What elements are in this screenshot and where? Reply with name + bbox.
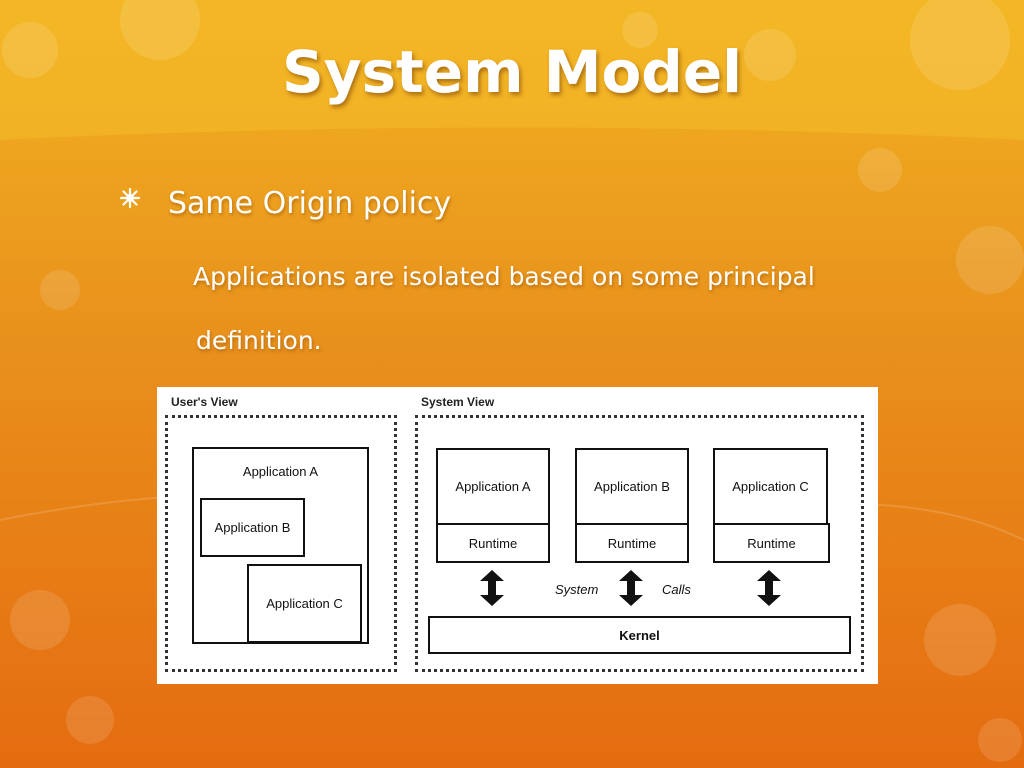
runtime-a-label: Runtime: [468, 535, 518, 551]
users-view-app-c-label: Application C: [266, 596, 343, 611]
system-model-diagram: User's View Application A Application B …: [157, 387, 878, 684]
body-text-line-2: definition.: [196, 326, 322, 355]
system-view-label: System View: [421, 395, 495, 409]
system-calls-text-system: System: [555, 582, 599, 597]
system-view-app-a: Application A: [436, 448, 550, 525]
bullet-heading: Same Origin policy: [168, 186, 452, 221]
users-view-label: User's View: [171, 395, 238, 409]
users-view-app-c: Application C: [247, 564, 362, 643]
system-view-app-a-label: Application A: [455, 479, 531, 494]
slide-title: System Model: [281, 38, 743, 106]
system-view-panel: [415, 415, 864, 672]
users-view-app-a-label: Application A: [242, 464, 319, 479]
users-view-panel: [165, 415, 397, 672]
system-view-app-b: Application B: [575, 448, 689, 525]
system-view-runtime-c: Runtime: [713, 523, 830, 563]
users-view-app-b-label: Application B: [214, 520, 291, 535]
double-arrow-icon: [757, 570, 781, 606]
system-calls-text-calls: Calls: [662, 582, 691, 597]
system-view-app-c: Application C: [713, 448, 828, 525]
system-view-app-c-label: Application C: [732, 479, 809, 494]
runtime-b-label: Runtime: [607, 535, 657, 551]
body-text-line-1: Applications are isolated based on some …: [193, 262, 815, 291]
kernel-label: Kernel: [619, 627, 660, 643]
kernel-box: Kernel: [428, 616, 851, 654]
runtime-c-label: Runtime: [747, 535, 796, 551]
double-arrow-icon: [480, 570, 504, 606]
users-view-app-b: Application B: [200, 498, 305, 557]
system-view-app-b-label: Application B: [594, 479, 670, 494]
sunburst-bullet-icon: [119, 187, 141, 209]
double-arrow-icon: [619, 570, 643, 606]
system-view-runtime-a: Runtime: [436, 523, 550, 563]
system-view-runtime-b: Runtime: [575, 523, 689, 563]
